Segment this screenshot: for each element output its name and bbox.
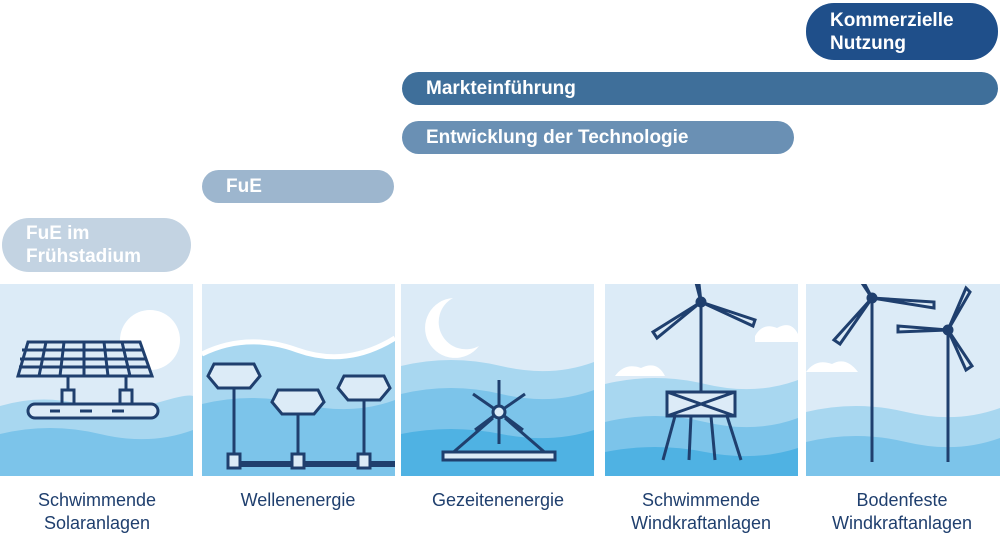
caption-line1: Gezeitenenergie xyxy=(431,490,565,510)
caption-line1: Schwimmende xyxy=(641,490,761,510)
water-mid xyxy=(806,436,1000,476)
water-deep xyxy=(605,447,798,476)
floating-solar-illustration xyxy=(0,310,193,476)
stage-label-tech-development: Entwicklung der Technologie xyxy=(426,127,689,148)
stage-label-commercial-line1: Kommerzielle xyxy=(830,9,954,31)
solar-panel-icon xyxy=(15,340,160,420)
caption-line1: Wellenenergie xyxy=(240,490,356,510)
stage-label-commercial-line2: Nutzung xyxy=(830,32,906,54)
stage-label-early-rd-line1: FuE im xyxy=(26,223,90,244)
caption-line2: Windkraftanlagen xyxy=(831,513,973,533)
caption-fixed-wind: Bodenfeste Windkraftanlagen xyxy=(802,489,1000,535)
tidal-energy-illustration xyxy=(401,298,594,476)
moon-icon xyxy=(425,298,479,358)
stage-bar-market-introduction: Markteinführung xyxy=(402,72,998,105)
caption-line2: Solaranlagen xyxy=(43,513,151,533)
cloud-icon xyxy=(615,365,665,376)
caption-floating-wind: Schwimmende Windkraftanlagen xyxy=(601,489,801,535)
cloud-icon xyxy=(755,325,798,342)
stage-label-market-introduction: Markteinführung xyxy=(426,78,576,99)
panel-floating-wind xyxy=(605,284,798,476)
caption-floating-solar: Schwimmende Solaranlagen xyxy=(0,489,197,535)
panel-tidal-energy xyxy=(401,284,594,476)
panel-wave-energy xyxy=(202,284,395,476)
panel-fixed-wind xyxy=(806,284,1000,476)
caption-line1: Bodenfeste xyxy=(856,490,948,510)
cloud-icon xyxy=(806,361,858,372)
caption-line2: Windkraftanlagen xyxy=(630,513,772,533)
floating-wind-turbine-icon xyxy=(650,284,757,461)
wave-buoy-icon xyxy=(206,362,395,470)
floating-wind-illustration xyxy=(605,284,798,476)
fixed-wind-illustration xyxy=(806,284,1000,476)
stage-bar-commercial-use: Kommerzielle Nutzung xyxy=(806,3,998,60)
stage-bar-tech-development: Entwicklung der Technologie xyxy=(402,121,794,154)
stage-label-rd: FuE xyxy=(226,176,262,197)
stage-bar-rd: FuE xyxy=(202,170,394,203)
tidal-turbine-icon xyxy=(441,380,557,462)
caption-line1: Schwimmende xyxy=(37,490,157,510)
stage-label-early-rd-line2: Frühstadium xyxy=(26,246,142,267)
water-front xyxy=(0,428,193,476)
wave-crest xyxy=(202,335,395,360)
fixed-wind-turbine-icon xyxy=(831,284,975,462)
caption-tidal-energy: Gezeitenenergie xyxy=(398,489,598,512)
stage-bar-early-rd: FuE im Frühstadium xyxy=(2,218,191,272)
caption-wave-energy: Wellenenergie xyxy=(198,489,398,512)
wave-energy-illustration xyxy=(202,335,395,476)
panel-floating-solar xyxy=(0,284,193,476)
